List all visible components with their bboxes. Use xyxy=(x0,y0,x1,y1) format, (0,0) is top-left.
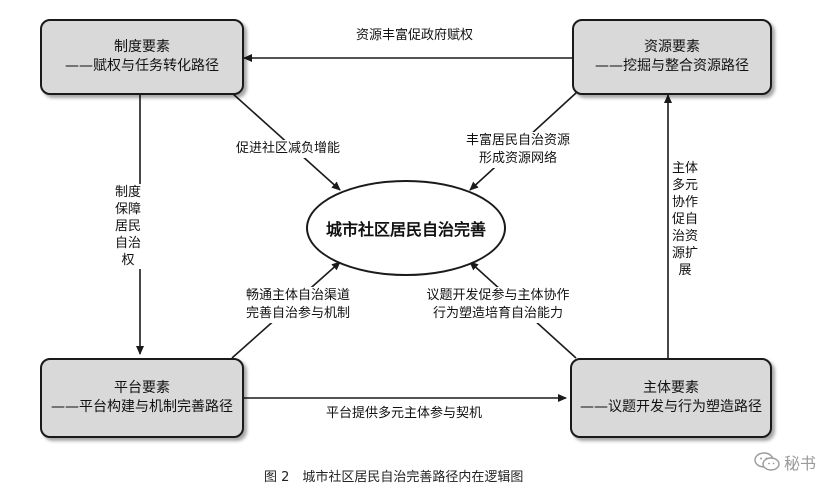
edge-label-lower-left: 畅通主体自治渠道 完善自治参与机制 xyxy=(238,287,358,323)
box-title: 主体要素 xyxy=(643,379,699,398)
edge-label-left-vertical: 制度 保障 居民 自治 权 xyxy=(114,184,142,269)
wechat-icon xyxy=(754,452,780,472)
box-subtitle: ——赋权与任务转化路径 xyxy=(65,57,219,76)
edge-label-line: 行为塑造培育自治能力 xyxy=(424,305,572,323)
box-subtitle: ——议题开发与行为塑造路径 xyxy=(580,398,762,417)
edge-label-right-vertical: 主体 多元 协作 促自 治资 源扩 展 xyxy=(672,160,698,279)
edge-label-line: 畅通主体自治渠道 xyxy=(238,287,358,305)
center-label: 城市社区居民自治完善 xyxy=(326,216,486,240)
edge-label-line: 促自 xyxy=(672,211,698,228)
box-subtitle: ——挖掘与整合资源路径 xyxy=(595,57,749,76)
edge-label-line: 议题开发促参与主体协作 xyxy=(424,287,572,305)
institution-element-box: 制度要素 ——赋权与任务转化路径 xyxy=(40,19,244,95)
watermark-text: 秘书 xyxy=(784,450,816,474)
box-title: 资源要素 xyxy=(644,38,700,57)
edge-label-line: 权 xyxy=(114,252,142,269)
subject-element-box: 主体要素 ——议题开发与行为塑造路径 xyxy=(570,358,772,438)
figure-caption: 图 2 城市社区居民自治完善路径内在逻辑图 xyxy=(264,466,523,485)
edge-label-line: 完善自治参与机制 xyxy=(238,305,358,323)
box-title: 制度要素 xyxy=(114,38,170,57)
edge-label-upper-left: 促进社区减负增能 xyxy=(236,140,340,158)
resource-element-box: 资源要素 ——挖掘与整合资源路径 xyxy=(572,19,772,95)
edge-label-line: 多元 xyxy=(672,177,698,194)
edge-label-lower-right: 议题开发促参与主体协作 行为塑造培育自治能力 xyxy=(424,287,572,323)
platform-element-box: 平台要素 ——平台构建与机制完善路径 xyxy=(40,358,244,438)
edge-label-line: 主体 xyxy=(672,160,698,177)
box-subtitle: ——平台构建与机制完善路径 xyxy=(51,398,233,417)
edge-label-line: 自治 xyxy=(114,235,142,252)
edge-label-bottom: 平台提供多元主体参与契机 xyxy=(326,405,482,423)
edge-label-line: 居民 xyxy=(114,218,142,235)
edge-label-line: 展 xyxy=(672,262,698,279)
watermark: 秘书 xyxy=(754,450,816,474)
box-title: 平台要素 xyxy=(114,379,170,398)
edge-label-line: 丰富居民自治资源 xyxy=(462,132,574,150)
edge-label-line: 协作 xyxy=(672,194,698,211)
edge-label-line: 保障 xyxy=(114,201,142,218)
edge-label-line: 制度 xyxy=(114,184,142,201)
edge-label-top: 资源丰富促政府赋权 xyxy=(356,27,473,45)
edge-label-line: 源扩 xyxy=(672,245,698,262)
edge-label-upper-right: 丰富居民自治资源 形成资源网络 xyxy=(462,132,574,168)
center-ellipse: 城市社区居民自治完善 xyxy=(306,180,506,276)
edge-label-line: 治资 xyxy=(672,228,698,245)
edge-label-line: 形成资源网络 xyxy=(462,150,574,168)
